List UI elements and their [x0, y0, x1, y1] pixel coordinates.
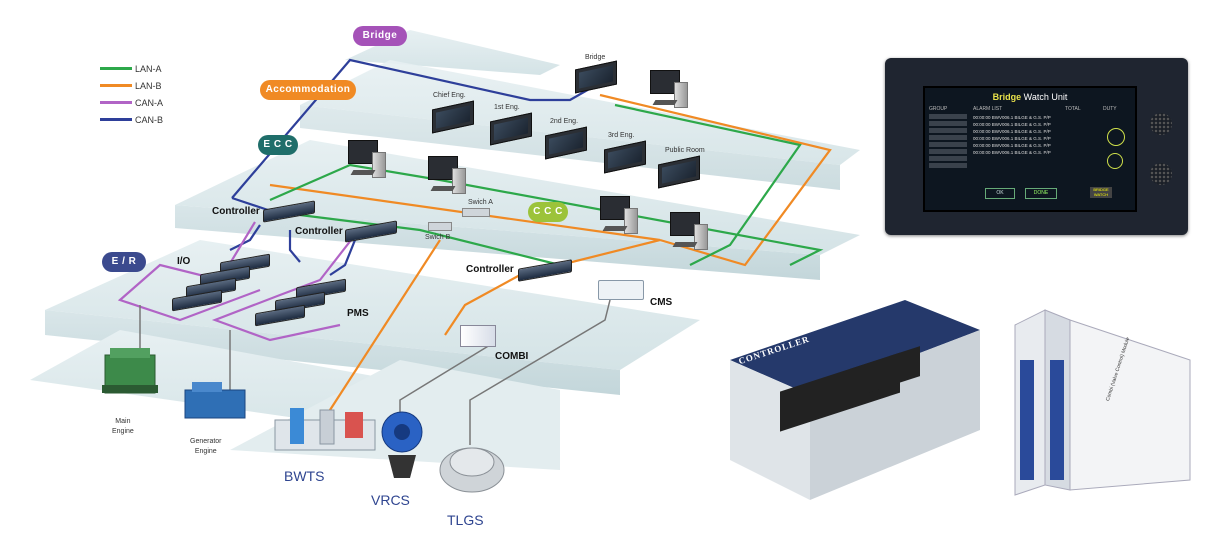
combi-product-image: [1014, 309, 1191, 496]
lan-b-line-ecc: [269, 183, 661, 272]
monitor-label-1st: 1st Eng.: [494, 104, 520, 111]
pms-label: PMS: [347, 308, 369, 319]
can-b-line-bridge: [231, 58, 606, 199]
can-a-line-pms: [211, 234, 356, 342]
controller-label: Controller: [212, 206, 260, 217]
done-button[interactable]: DONE: [1025, 188, 1057, 199]
lan-b-swatch: [100, 84, 132, 87]
legend-item-lan-b: LAN-B: [100, 77, 163, 94]
main-engine-icon: [102, 348, 158, 394]
alarm-row[interactable]: 00:00:00 BWV006.1 BILGE & G.S. P/P: [973, 129, 1051, 134]
title-sub: Watch Unit: [1023, 92, 1068, 102]
alarm-row[interactable]: 00:00:00 BWV006.1 BILGE & G.S. P/P: [973, 115, 1051, 120]
generator-engine-label: Generator Engine: [190, 438, 222, 455]
knob-icon[interactable]: [1107, 128, 1125, 146]
vrcs-valve-icon: [381, 411, 423, 478]
bwts-icon: [274, 408, 376, 451]
zone-ccc-badge: C C C: [528, 202, 568, 222]
alarm-row[interactable]: 00:00:00 BWV006.1 BILGE & G.S. P/P: [973, 136, 1051, 141]
legend-label: LAN-A: [135, 63, 162, 74]
controller-product-image: [730, 300, 980, 500]
tlgs-label: TLGS: [447, 512, 484, 528]
switch-icon: [428, 222, 452, 231]
monitor-label-chief: Chief Eng.: [433, 92, 466, 99]
legend-item-can-a: CAN-A: [100, 94, 163, 111]
lan-a-swatch: [100, 67, 132, 70]
controller-label: Controller: [466, 264, 514, 275]
group-header: GROUP: [929, 106, 948, 112]
bridge-watch-unit: Bridge Watch Unit GROUP ALARM LIST TOTAL…: [885, 58, 1188, 235]
lan-a-line-ecc: [269, 163, 824, 266]
total-header: TOTAL: [1065, 106, 1081, 112]
speaker-grille-icon: [1150, 163, 1172, 185]
alarm-row[interactable]: 00:00:00 BWV006.1 BILGE & G.S. P/P: [973, 143, 1051, 148]
lan-a-line-bridge: [614, 103, 802, 266]
zone-bridge-badge: Bridge: [353, 26, 407, 46]
alarm-row[interactable]: 00:00:00 BWV006.1 BILGE & G.S. P/P: [973, 150, 1051, 155]
cms-device-icon: [598, 280, 644, 300]
combi-module-icon: [460, 325, 496, 347]
main-engine-label: Main Engine: [112, 418, 134, 435]
monitor-label-2nd: 2nd Eng.: [550, 118, 579, 125]
io-label: I/O: [177, 256, 191, 267]
legend-label: CAN-A: [135, 97, 164, 108]
legend-item-can-b: CAN-B: [100, 111, 163, 128]
can-a-swatch: [100, 101, 132, 104]
combi-label: COMBI: [495, 351, 529, 362]
zone-er-badge: E / R: [102, 252, 146, 272]
switch-b-label: Swich B: [425, 234, 451, 241]
controller-label: Controller: [295, 226, 343, 237]
bridge-watch-button[interactable]: BRIDGE WATCH: [1090, 187, 1112, 198]
switch-icon: [462, 208, 490, 217]
power-icon[interactable]: [1107, 153, 1123, 169]
vrcs-label: VRCS: [371, 492, 410, 508]
alarm-row[interactable]: 00:00:00 BWV006.1 BILGE & G.S. P/P: [973, 122, 1051, 127]
zone-accommodation-badge: Accommodation: [260, 80, 356, 100]
generator-engine-icon: [184, 382, 246, 419]
cms-label: CMS: [650, 297, 673, 308]
legend-label: LAN-B: [135, 80, 162, 91]
ok-button[interactable]: OK: [985, 188, 1015, 199]
monitor-label-public: Public Room: [665, 147, 705, 154]
group-list: [929, 114, 967, 170]
lan-b-line-bridge: [599, 93, 832, 267]
alarm-list-header: ALARM LIST: [973, 106, 1003, 112]
legend-label: CAN-B: [135, 114, 164, 125]
bridge-watch-title: Bridge Watch Unit: [925, 92, 1135, 102]
duty-header: DUTY: [1103, 106, 1117, 112]
legend-item-lan-a: LAN-A: [100, 60, 163, 77]
legend: LAN-A LAN-B CAN-A CAN-B: [100, 60, 163, 128]
can-b-swatch: [100, 118, 132, 121]
alarm-list: 00:00:00 BWV006.1 BILGE & G.S. P/P 00:00:…: [973, 114, 1051, 156]
bridge-watch-screen: Bridge Watch Unit GROUP ALARM LIST TOTAL…: [923, 86, 1137, 212]
zone-ecc-badge: E C C: [258, 135, 298, 155]
monitor-label-3rd: 3rd Eng.: [608, 132, 635, 139]
title-main: Bridge: [992, 92, 1022, 102]
switch-a-label: Swich A: [468, 199, 493, 206]
tlgs-sensor-icon: [439, 447, 505, 493]
monitor-label-bridge: Bridge: [585, 54, 606, 61]
bwts-label: BWTS: [284, 468, 325, 484]
speaker-grille-icon: [1150, 113, 1172, 135]
